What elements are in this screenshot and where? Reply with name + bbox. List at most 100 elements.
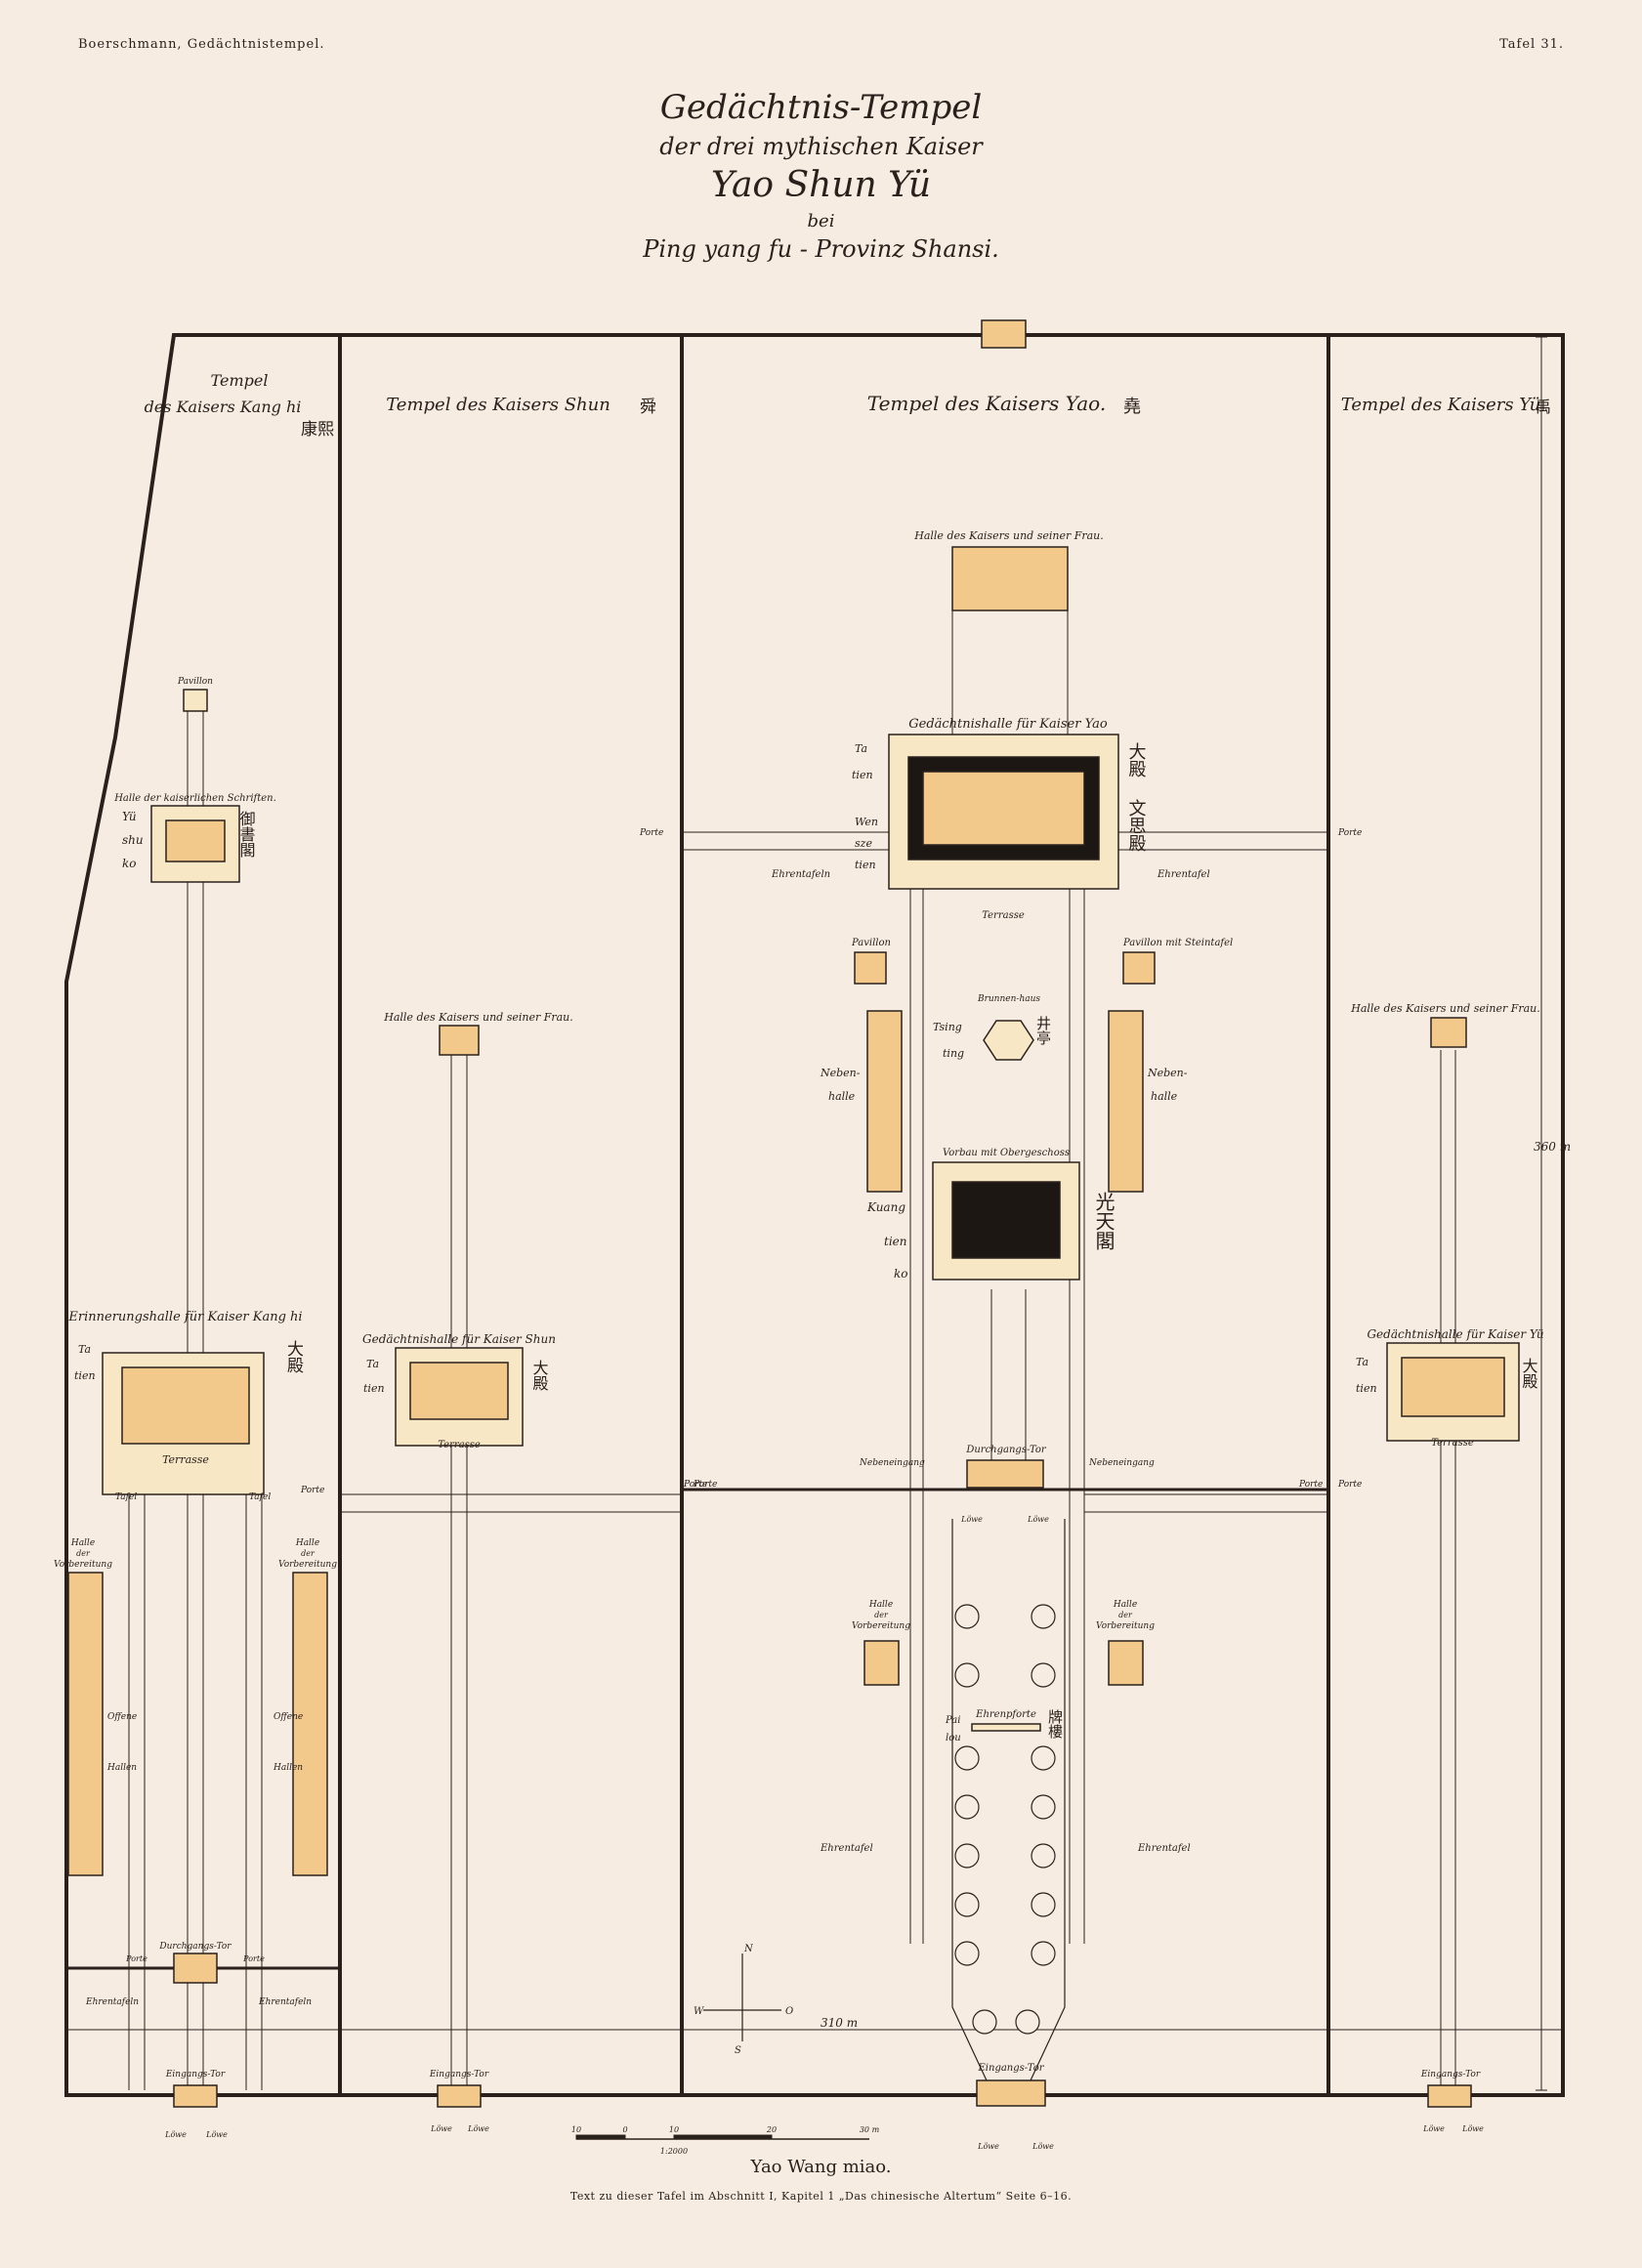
shun-title: Tempel des Kaisers Shun: [386, 395, 610, 415]
label-yushuko-3: ko: [122, 857, 137, 870]
scale-bar-segment: [575, 2134, 626, 2140]
label-prep-yao-right-1: Halle: [1113, 1600, 1137, 1610]
title-line-1: Gedächtnis-Tempel: [659, 88, 983, 127]
label-loewe-yao-right: Löwe: [1027, 1515, 1049, 1524]
path-yao-axis: [990, 1289, 1027, 1490]
label-porte-yu: Porte: [1337, 1480, 1362, 1490]
dim-310-label: 310 m: [821, 2016, 858, 2030]
label-terrasse-yu: Terrasse: [1431, 1438, 1474, 1449]
hall-yu-frau: [1430, 1017, 1467, 1048]
hall-yao-frau: [951, 546, 1069, 611]
gate-kanghi-inner: [173, 1953, 218, 1984]
label-wensze-1: Wen: [855, 816, 878, 828]
label-loewe-yu-right: Löwe: [1461, 2124, 1484, 2133]
compass-w: W: [694, 2006, 704, 2017]
yao-han: 堯: [1123, 397, 1141, 417]
label-pailou-1: Pai: [945, 1715, 960, 1726]
label-nebenhalle-right-2: halle: [1151, 1090, 1178, 1103]
label-prep-kanghi-right-2: der: [301, 1549, 316, 1558]
title-line-3: Yao Shun Yü: [710, 165, 932, 206]
label-loewe-kanghi-right: Löwe: [205, 2130, 228, 2139]
label-terrasse-shun: Terrasse: [438, 1440, 481, 1450]
han-datian-kanghi: 大殿: [283, 1340, 304, 1373]
label-eingang-yu: Eingangs-Tor: [1420, 2070, 1481, 2079]
scale-tick-label: 10: [669, 2125, 679, 2134]
tree: [1031, 1604, 1056, 1629]
label-nebenhalle-left-2: halle: [828, 1090, 856, 1103]
label-nebeneingang-left: Nebeneingang: [859, 1458, 925, 1468]
label-yushuko-2: shu: [122, 833, 144, 847]
label-loewe-yao-front-right: Löwe: [1032, 2142, 1054, 2151]
path-yu-axis: [1440, 1050, 1456, 2090]
label-wensze-3: tien: [855, 859, 876, 871]
label-gedachtnishalle-yao: Gedächtnishalle für Kaiser Yao: [908, 717, 1108, 732]
hall-schriften: [165, 819, 226, 862]
label-loewe-yao-front-left: Löwe: [977, 2142, 999, 2151]
label-porte-yao-court-right: Porte: [1298, 1480, 1323, 1490]
label-vorbau: Vorbau mit Obergeschoss: [943, 1148, 1070, 1158]
gate-kanghi-entrance: [173, 2084, 218, 2108]
label-prep-kanghi-left-2: der: [76, 1549, 91, 1558]
han-jingting: 井亭: [1034, 1016, 1052, 1045]
label-offene-right-2: Hallen: [273, 1763, 303, 1773]
label-prep-yao-left-2: der: [874, 1611, 889, 1619]
tree: [1031, 1941, 1056, 1966]
yu-title: Tempel des Kaisers Yü: [1341, 395, 1540, 415]
label-pavillon: Pavillon: [177, 677, 213, 687]
tree: [1031, 1745, 1056, 1771]
path-yao-side-right: [1069, 879, 1085, 1944]
scale-bar-segment: [673, 2134, 773, 2140]
plate-author: Boerschmann, Gedächtnistempel.: [78, 37, 325, 52]
yao-title: Tempel des Kaisers Yao.: [867, 392, 1106, 415]
kanghi-title-2: des Kaisers Kang hi: [145, 398, 302, 416]
label-tatien-yao-1: Ta: [855, 742, 867, 755]
label-durchgang-kanghi: Durchgangs-Tor: [158, 1942, 232, 1952]
kanghi-han: 康熙: [301, 420, 334, 440]
dim-line-360: [1536, 336, 1547, 2091]
label-porte-yao-court-left: Porte: [683, 1480, 707, 1490]
label-ehrentafel-yao-left: Ehrentafel: [820, 1843, 873, 1854]
scale-tick-label: 10: [571, 2125, 581, 2134]
label-terrasse-kanghi: Terrasse: [162, 1453, 209, 1466]
label-tatien-kanghi-2: tien: [74, 1369, 96, 1382]
han-datian-yao: 大殿: [1126, 742, 1147, 777]
title-line-2: der drei mythischen Kaiser: [659, 132, 983, 160]
gate-shun-entrance: [437, 2084, 482, 2108]
tree: [954, 1843, 980, 1869]
label-porte-yao-left: Porte: [639, 828, 663, 838]
tree: [1015, 2009, 1040, 2035]
hall-yao-main-inner: [922, 771, 1085, 846]
han-datian-shun: 大殿: [530, 1360, 549, 1391]
tree: [1031, 1843, 1056, 1869]
gate-yao-entrance: [976, 2079, 1046, 2107]
label-nebenhalle-right-1: Neben-: [1147, 1067, 1188, 1079]
tree: [1031, 1662, 1056, 1688]
label-wensze-2: sze: [855, 837, 872, 850]
prep-hall-yao-left: [863, 1640, 900, 1686]
label-porte-shun: Porte: [693, 1480, 717, 1490]
label-prep-kanghi-right-3: Vorbereitung: [278, 1560, 337, 1570]
label-loewe-kanghi-left: Löwe: [164, 2130, 187, 2139]
label-tafel-left: Tafel: [115, 1492, 137, 1502]
tree: [954, 1745, 980, 1771]
label-ehrentafeln-kanghi-left: Ehrentafeln: [85, 1997, 139, 2007]
pavillon-kanghi: [183, 689, 208, 712]
label-ehrentafel-yao: Ehrentafel: [1157, 869, 1210, 880]
compass: [703, 1953, 781, 2041]
label-porte-kanghi: Porte: [300, 1486, 324, 1495]
label-gedachtnishalle-shun: Gedächtnishalle für Kaiser Shun: [362, 1332, 556, 1346]
label-tatien-yu-2: tien: [1356, 1382, 1377, 1395]
gate-durchgang-yao: [966, 1459, 1044, 1489]
han-yushuko: 御書閣: [237, 811, 256, 859]
label-kuang-1: Kuang: [866, 1200, 905, 1214]
title-line-5: Ping yang fu - Provinz Shansi.: [643, 235, 999, 264]
scale-tick-label: 0: [622, 2125, 627, 2134]
scale-tick-label: 30 m: [860, 2125, 880, 2134]
label-prep-kanghi-left-1: Halle: [70, 1538, 95, 1548]
nebenhalle-right: [1108, 1010, 1144, 1193]
hall-kanghi: [121, 1366, 250, 1445]
scale-ratio: 1:2000: [660, 2147, 688, 2156]
label-offene-left-1: Offene: [107, 1712, 137, 1722]
gate-yu-entrance: [1427, 2084, 1472, 2108]
